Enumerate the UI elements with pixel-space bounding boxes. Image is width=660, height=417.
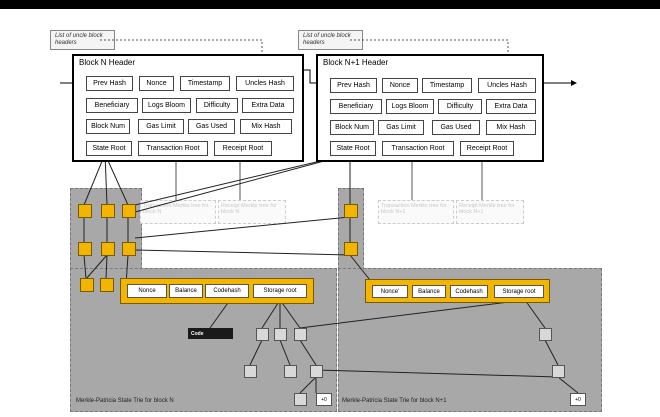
storage-node <box>284 365 297 378</box>
trie-node <box>78 204 92 218</box>
gas-used-field: Gas Used <box>432 120 480 135</box>
storage-node <box>274 328 287 341</box>
timestamp-field: Timestamp <box>422 78 472 93</box>
uncle-note-left: List of uncle block headers <box>50 30 115 50</box>
storage-node <box>310 365 323 378</box>
acct-storage-root-field: Storage root <box>494 285 544 298</box>
extra-data-field: Extra Data <box>486 99 536 114</box>
acct-nonce-field: Nonce' <box>372 285 408 298</box>
state-trie-n-bg <box>70 188 142 270</box>
receipt-trie-n-ghost: Receipt Merkle tree for block N <box>218 200 286 224</box>
block-num-field: Block Num <box>330 120 374 135</box>
acct-balance-field: Balance <box>169 284 203 298</box>
storage-node <box>244 365 257 378</box>
storage-node <box>552 365 565 378</box>
trie-node <box>78 242 92 256</box>
transaction-root-field: Transaction Root <box>382 141 454 156</box>
state-trie-n1-bg <box>338 188 364 270</box>
acct-codehash-field: Codehash <box>205 284 249 298</box>
acct-storage-root-field: Storage root <box>253 284 307 298</box>
logs-bloom-field: Logs Bloom <box>142 98 191 113</box>
nonce-field: Nonce <box>382 78 418 93</box>
beneficiary-field: Beneficiary <box>86 98 138 113</box>
receipt-root-field: Receipt Root <box>214 141 272 156</box>
block-num-field: Block Num <box>86 119 130 134</box>
acct-nonce-field: Nonce <box>127 284 167 298</box>
mix-hash-field: Mix Hash <box>486 120 536 135</box>
extra-data-field: Extra Data <box>242 98 294 113</box>
account-n: Nonce Balance Codehash Storage root <box>120 278 314 304</box>
beneficiary-field: Beneficiary <box>330 99 382 114</box>
trie-node <box>101 204 115 218</box>
transaction-root-field: Transaction Root <box>138 141 208 156</box>
gas-limit-field: Gas Limit <box>378 120 424 135</box>
receipt-trie-n1-ghost: Receipt Merkle tree for block N+1 <box>456 200 524 224</box>
trie-node <box>122 242 136 256</box>
trie-node <box>122 204 136 218</box>
tx-trie-n1-ghost: Transaction Merkle tree for block N+1 <box>378 200 454 224</box>
receipt-root-field: Receipt Root <box>460 141 514 156</box>
nonce-field: Nonce <box>139 76 174 91</box>
acct-codehash-field: Codehash <box>450 285 488 298</box>
state-trie-n-label: Merkle-Patricia State Trie for block N <box>76 398 174 404</box>
difficulty-field: Difficulty <box>196 98 238 113</box>
uncle-note-right: List of uncle block headers <box>298 30 363 50</box>
uncles-hash-field: Uncles Hash <box>478 78 536 93</box>
storage-node <box>539 328 552 341</box>
code-box: Code <box>188 328 233 339</box>
block-n-title: Block N Header <box>79 58 136 67</box>
state-root-field: State Root <box>330 141 376 156</box>
block-n-header: Block N Header Prev Hash Nonce Timestamp… <box>72 54 304 162</box>
top-bar <box>0 0 660 9</box>
storage-node <box>256 328 269 341</box>
tx-trie-n-ghost: Transaction Merkle tree for block N <box>140 200 216 224</box>
block-n1-title: Block N+1 Header <box>323 58 389 67</box>
state-trie-n1-label: Merkle-Patricia State Trie for block N+1 <box>342 398 447 404</box>
uncles-hash-field: Uncles Hash <box>236 76 294 91</box>
small-label-right: +0 <box>570 393 586 406</box>
storage-node <box>294 393 307 406</box>
storage-node <box>294 328 307 341</box>
block-n1-header: Block N+1 Header Prev Hash Nonce Timesta… <box>316 54 544 162</box>
prev-hash-field: Prev Hash <box>86 76 133 91</box>
prev-hash-field: Prev Hash <box>330 78 377 93</box>
mix-hash-field: Mix Hash <box>240 119 292 134</box>
trie-node <box>100 278 114 292</box>
difficulty-field: Difficulty <box>438 99 482 114</box>
acct-balance-field: Balance <box>412 285 446 298</box>
gas-limit-field: Gas Limit <box>138 119 184 134</box>
state-root-field: State Root <box>86 141 132 156</box>
trie-node <box>344 242 358 256</box>
timestamp-field: Timestamp <box>180 76 230 91</box>
account-n1: Nonce' Balance Codehash Storage root <box>365 279 550 303</box>
logs-bloom-field: Logs Bloom <box>386 99 434 114</box>
small-label-left: +0 <box>316 393 332 406</box>
trie-node <box>101 242 115 256</box>
trie-node <box>344 204 358 218</box>
trie-node <box>80 278 94 292</box>
gas-used-field: Gas Used <box>188 119 235 134</box>
